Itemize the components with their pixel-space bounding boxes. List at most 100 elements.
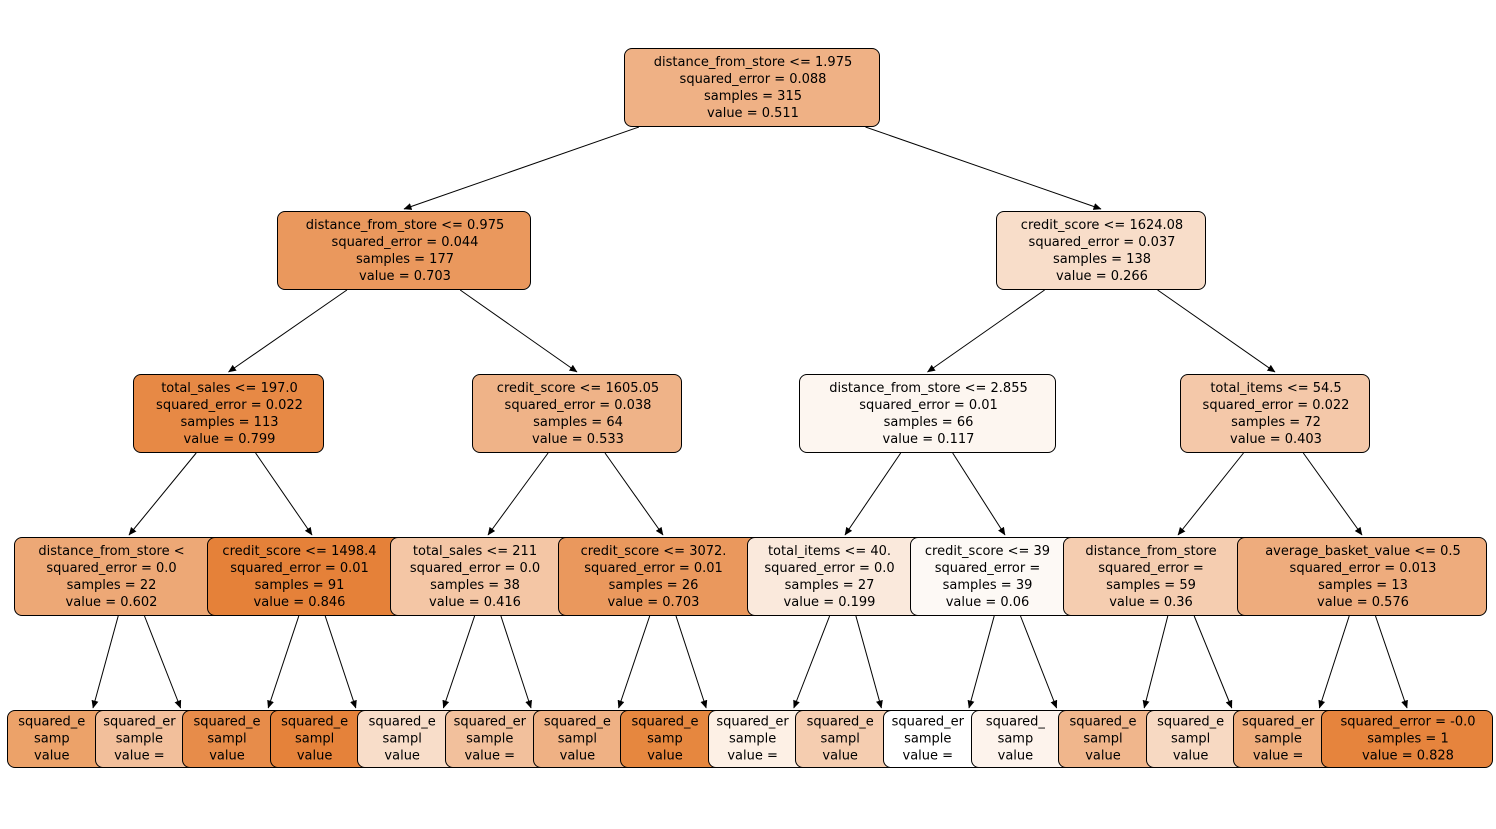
node-text-line: squared_e xyxy=(193,714,261,730)
tree-edge xyxy=(91,615,119,709)
node-text-line: squared_error = 0.037 xyxy=(1028,234,1176,250)
node-text-line: squared_e xyxy=(281,714,349,730)
node-text-line: squared_error = 0.022 xyxy=(1202,397,1350,413)
node-text-line: squared_er xyxy=(103,714,176,730)
tree-edge xyxy=(228,289,348,373)
node-text-line: sampl xyxy=(557,731,598,747)
node-text-line: value xyxy=(296,748,333,764)
tree-edge xyxy=(442,615,476,709)
node-text-line: samples = 177 xyxy=(355,251,454,267)
tree-edge xyxy=(487,452,549,536)
node-text-line: value = 0.117 xyxy=(882,431,975,447)
node-text-line: samp xyxy=(647,731,683,747)
node-text-line: credit_score <= 39 xyxy=(924,543,1051,559)
tree-edge xyxy=(927,289,1045,373)
node-text-line: squared_e xyxy=(18,714,86,730)
tree-edge xyxy=(403,126,640,210)
tree-edge xyxy=(952,452,1006,536)
node-text-line: sample xyxy=(115,731,164,747)
node-text-line: value = 0.703 xyxy=(607,594,700,610)
node-text-line: sampl xyxy=(207,731,247,747)
node-text-line: distance_from_store <= 2.855 xyxy=(829,380,1028,396)
node-text-line: sampl xyxy=(382,731,422,747)
node-text-line: value = 0.846 xyxy=(253,594,346,610)
node-text-line: squared_error = 0.01 xyxy=(584,560,723,576)
node-text-line: value = 0.703 xyxy=(359,268,451,284)
node-text-line: value = xyxy=(1252,748,1304,764)
tree-edge xyxy=(855,615,883,709)
tree-edge xyxy=(267,615,300,709)
node-text-line: total_items <= 54.5 xyxy=(1210,380,1342,396)
tree-node-d0: distance_from_store <squared_error = 0.0… xyxy=(14,537,244,616)
tree-edge xyxy=(1193,615,1233,709)
node-text-line: sampl xyxy=(294,731,335,747)
node-text-line: squared_error = xyxy=(934,560,1041,576)
node-text-line: squared_ xyxy=(985,714,1045,730)
tree-node-d3: credit_score <= 3072.squared_error = 0.0… xyxy=(558,537,768,616)
node-text: credit_score <= 3072.squared_error = 0.0… xyxy=(559,543,748,611)
node-text-line: distance_from_store <= 0.975 xyxy=(305,217,505,233)
node-text-line: value = xyxy=(464,748,516,764)
node-text-line: samples = 66 xyxy=(883,414,974,430)
node-text-line: samples = 1 xyxy=(1367,731,1449,747)
node-text-line: squared_error = 0.0 xyxy=(409,560,541,576)
node-text-line: value = 0.828 xyxy=(1362,748,1454,764)
node-text-line: samples = 91 xyxy=(254,577,345,593)
tree-edge xyxy=(617,615,651,709)
node-text-line: squared_error = 0.01 xyxy=(230,560,369,576)
node-text-line: value xyxy=(997,748,1034,764)
node-text-line: value = xyxy=(902,748,954,764)
node-text-line: samples = 64 xyxy=(533,414,623,430)
node-text-line: samples = 39 xyxy=(942,577,1033,593)
tree-edge xyxy=(1157,289,1276,373)
node-text-line: squared_error = 0.088 xyxy=(679,71,827,87)
tree-edge xyxy=(128,452,197,536)
node-text-line: squared_er xyxy=(453,714,526,730)
tree-edge xyxy=(1142,615,1169,709)
node-text-line: value xyxy=(1172,748,1209,764)
node-text-line: distance_from_store <= 1.975 xyxy=(653,54,853,70)
node-text-line: samp xyxy=(33,731,70,747)
node-text-line: value xyxy=(34,748,70,764)
node-text-line: samples = 113 xyxy=(180,414,279,430)
node-text-line: squared_er xyxy=(891,714,964,730)
tree-edge xyxy=(844,452,902,536)
node-text-line: value = 0.602 xyxy=(65,594,158,610)
node-text-line: samp xyxy=(997,731,1034,747)
node-text-line: squared_error = 0.01 xyxy=(859,397,998,413)
tree-edge xyxy=(865,126,1102,210)
tree-edge xyxy=(500,615,532,709)
node-text-line: value = 0.511 xyxy=(707,105,799,121)
tree-edge xyxy=(1020,615,1058,709)
node-text-line: value xyxy=(647,748,683,764)
tree-edge xyxy=(1177,452,1244,536)
node-text-line: squared_e xyxy=(806,714,874,730)
node-text-line: samples = 13 xyxy=(1318,577,1408,593)
tree-edge xyxy=(459,289,578,373)
node-text-line: value = 0.533 xyxy=(532,431,624,447)
node-text-line: samples = 138 xyxy=(1052,251,1151,267)
node-text-line: samples = 59 xyxy=(1106,577,1196,593)
node-text-line: value = 0.799 xyxy=(183,431,276,447)
node-text-line: samples = 27 xyxy=(784,577,875,593)
node-text-line: distance_from_store < xyxy=(38,543,185,559)
node-text-line: squared_error = 0.0 xyxy=(46,560,177,576)
node-text-line: sampl xyxy=(1170,731,1211,747)
node-text-line: value = 0.576 xyxy=(1317,594,1409,610)
